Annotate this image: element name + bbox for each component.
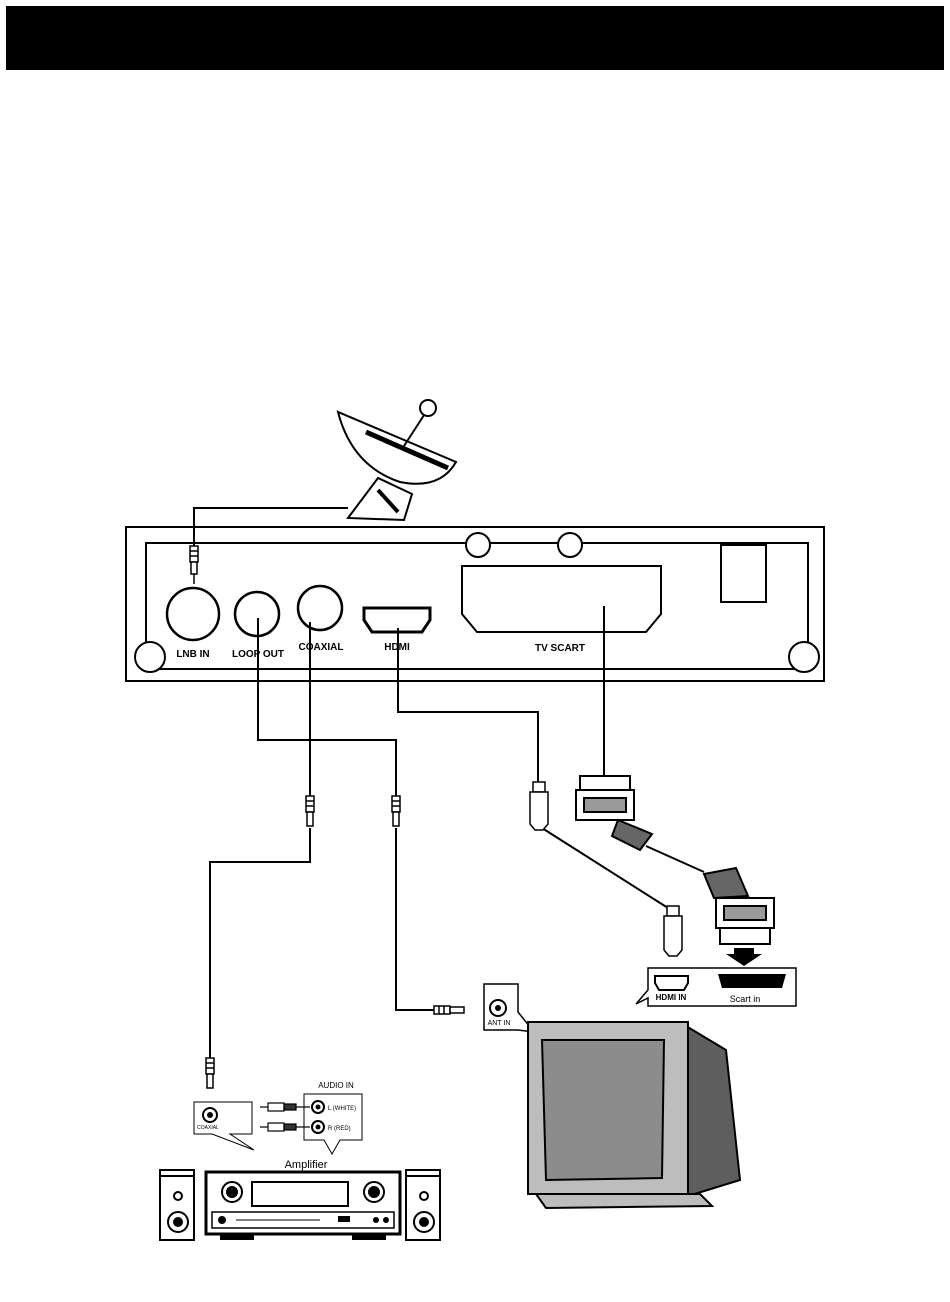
arrow-down-icon — [726, 948, 762, 966]
coaxial-port: COAXIAL — [298, 586, 344, 653]
hdmi-in-label: HDMI IN — [656, 993, 687, 1002]
ant-in-panel: ANT IN — [484, 984, 534, 1032]
speaker-right-icon — [406, 1170, 440, 1240]
ant-in-label: ANT IN — [488, 1020, 511, 1027]
rca-plug-icon — [392, 796, 400, 826]
lnb-plug-icon — [190, 546, 198, 584]
audio-left-label: L (WHITE) — [328, 1106, 356, 1112]
audio-plug-icon — [260, 1103, 310, 1111]
audio-in-panel: AUDIO IN L (WHITE) R (RED) — [304, 1081, 362, 1154]
audio-plug-icon — [260, 1123, 310, 1131]
coaxial-to-amp-cable — [210, 828, 310, 1058]
tv-input-panel: HDMI IN Scart in — [636, 968, 796, 1006]
amp-coaxial-label: COAXIAL — [197, 1125, 219, 1131]
coaxial-label: COAXIAL — [299, 642, 344, 653]
scart-in-label: Scart in — [730, 994, 761, 1004]
scart-plug-icon — [576, 776, 652, 850]
hdmi-plug-icon — [664, 906, 682, 956]
rca-plug-icon — [306, 796, 314, 826]
speaker-left-icon — [160, 1170, 194, 1240]
tv-scart-label: TV SCART — [535, 643, 585, 654]
amplifier-label: Amplifier — [285, 1159, 328, 1171]
audio-right-label: R (RED) — [328, 1126, 351, 1132]
antenna-cable — [396, 828, 434, 1010]
amp-coaxial-panel: COAXIAL — [194, 1102, 254, 1150]
hdmi-plug-icon — [530, 782, 548, 830]
rca-plug-icon — [434, 1006, 464, 1014]
lnb-in-port: LNB IN — [167, 588, 219, 660]
scart-plug-icon — [704, 868, 774, 944]
lnb-in-label: LNB IN — [176, 649, 209, 660]
amplifier-icon — [206, 1172, 400, 1240]
scart-cable-to-tv — [646, 846, 704, 872]
rca-plug-icon — [206, 1058, 214, 1088]
audio-in-title: AUDIO IN — [318, 1081, 354, 1090]
tv-scart-port: TV SCART — [462, 566, 661, 654]
satellite-dish-icon — [338, 400, 456, 520]
television-icon — [528, 1022, 740, 1208]
hdmi-cable — [398, 628, 538, 784]
hdmi-cable-to-tv — [542, 828, 668, 908]
